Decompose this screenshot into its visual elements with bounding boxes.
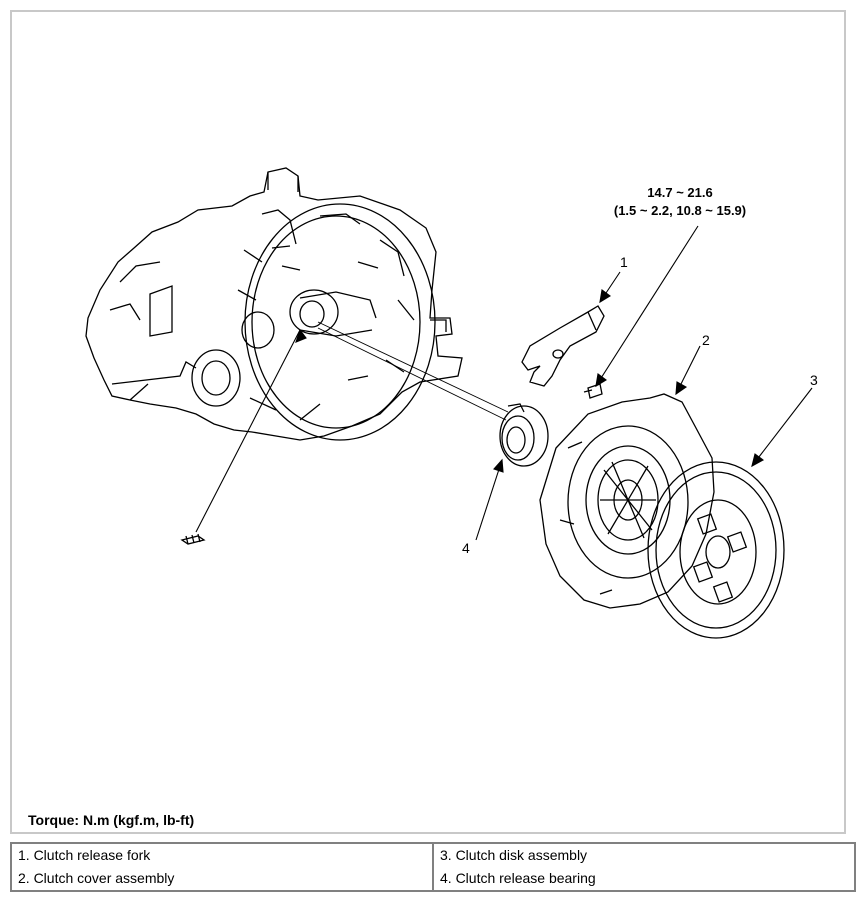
- legend-item-release-bearing: 4. Clutch release bearing: [440, 870, 596, 886]
- transaxle-housing-drawing: [85, 167, 463, 441]
- legend-column-left: 1. Clutch release fork 2. Clutch cover a…: [12, 844, 432, 890]
- torque-spec-line2: (1.5 ~ 2.2, 10.8 ~ 15.9): [613, 203, 747, 218]
- input-shaft-line: [317, 327, 507, 421]
- callout-1: 1: [620, 254, 628, 270]
- bolt-drawing: [583, 383, 603, 399]
- torque-units-label: Torque: N.m (kgf.m, lb-ft): [28, 812, 195, 828]
- clutch-cover-drawing: [539, 393, 715, 609]
- legend-column-right: 3. Clutch disk assembly 4. Clutch releas…: [432, 844, 854, 890]
- release-fork-drawing: [521, 305, 605, 387]
- callout-4: 4: [462, 540, 470, 556]
- callout-3: 3: [810, 372, 818, 388]
- input-shaft-line: [317, 321, 509, 413]
- release-bearing-drawing: [499, 403, 549, 467]
- torque-spec: 14.7 ~ 21.6 (1.5 ~ 2.2, 10.8 ~ 15.9): [600, 184, 760, 220]
- clutch-exploded-diagram: [85, 167, 813, 639]
- legend-item-disk-assembly: 3. Clutch disk assembly: [440, 847, 588, 863]
- legend-item-release-fork: 1. Clutch release fork: [18, 847, 151, 863]
- callout-2: 2: [702, 332, 710, 348]
- diagram-frame: [10, 10, 846, 834]
- callout-leaders: [195, 225, 813, 541]
- parts-legend-table: 1. Clutch release fork 2. Clutch cover a…: [10, 842, 856, 892]
- legend-item-cover-assembly: 2. Clutch cover assembly: [18, 870, 175, 886]
- clutch-disk-drawing: [647, 461, 785, 639]
- torque-spec-line1: 14.7 ~ 21.6: [647, 185, 713, 200]
- spring-clip-drawing: [180, 533, 206, 545]
